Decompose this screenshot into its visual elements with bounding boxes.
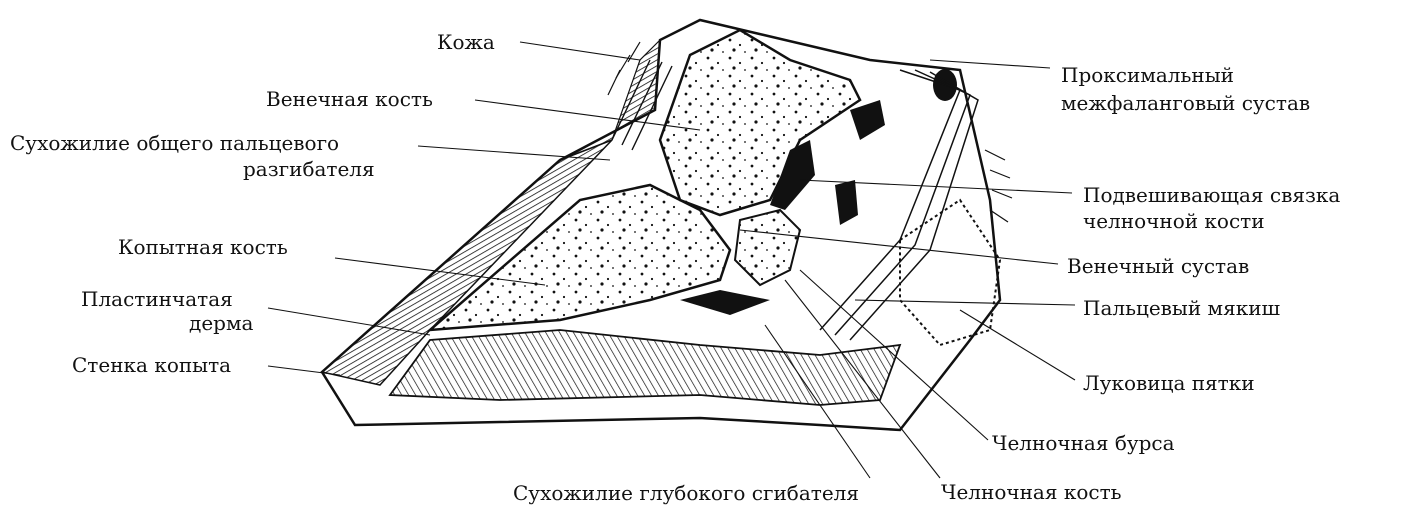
label-navicular-bursa: Челночная бурса (992, 432, 1175, 454)
label-laminar-dermis-line1: Пластинчатая (81, 288, 233, 310)
label-pastern-joint-line2: межфаланговый сустав (1061, 92, 1310, 114)
navicular-bone-shape (735, 210, 800, 285)
label-deep-flexor-tendon: Сухожилие глубокого сгибателя (513, 482, 859, 504)
label-heel-bulb: Луковица пятки (1083, 372, 1255, 394)
label-navicular-suspensory-line1: Подвешивающая связка (1083, 184, 1340, 206)
label-laminar-dermis-line2: дерма (189, 312, 253, 334)
label-hoof-wall: Стенка копыта (72, 354, 231, 376)
label-coffin-bone: Копытная кость (118, 236, 288, 258)
label-navicular-bone: Челночная кость (941, 481, 1122, 503)
joint-space-2 (835, 180, 858, 225)
label-coffin-joint: Венечный сустав (1067, 255, 1249, 277)
label-navicular-suspensory-line2: челночной кости (1083, 210, 1265, 232)
label-middle-phalanx: Венечная кость (266, 88, 433, 110)
heel-bulb-shape (900, 200, 1000, 345)
label-skin: Кожа (437, 31, 495, 53)
label-pastern-joint-line1: Проксимальный (1061, 64, 1234, 86)
bursa-space (680, 290, 770, 315)
label-common-extensor-tendon-line1: Сухожилие общего пальцевого (10, 132, 339, 154)
sole-shape (390, 330, 900, 405)
middle-phalanx-shape (660, 30, 860, 215)
label-common-extensor-tendon-line2: разгибателя (243, 158, 375, 180)
joint-space-3 (850, 100, 885, 140)
label-digital-cushion: Пальцевый мякиш (1083, 297, 1280, 319)
